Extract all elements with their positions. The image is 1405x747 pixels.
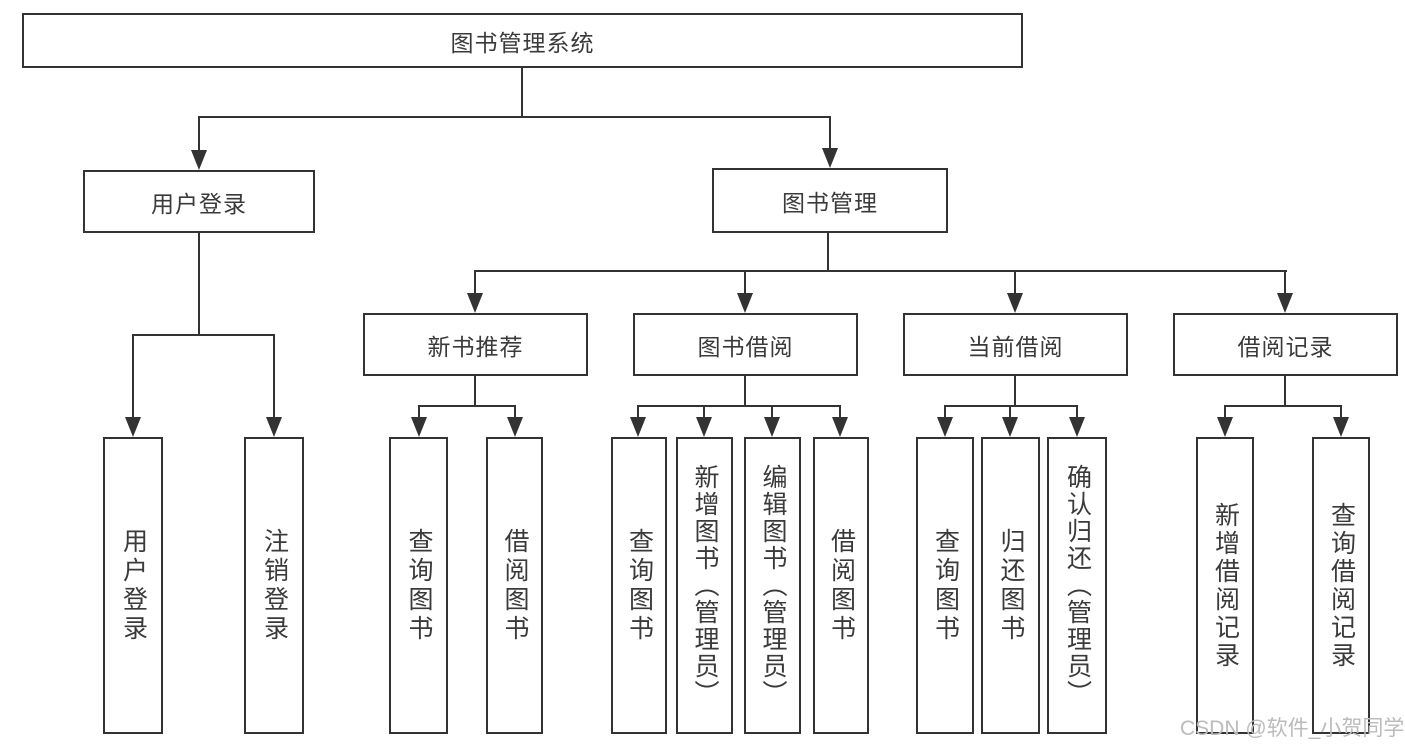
- connector-line: [944, 405, 946, 420]
- arrow-down-icon: [266, 417, 282, 437]
- arrow-down-icon: [937, 417, 953, 437]
- arrow-down-icon: [696, 417, 712, 437]
- connector-line: [1076, 405, 1078, 420]
- arrow-down-icon: [1007, 293, 1023, 313]
- connector-line: [839, 405, 841, 420]
- leaf-return-books: 归还图书: [981, 437, 1040, 734]
- leaf-query-books-1: 查询图书: [389, 437, 448, 734]
- node-borrowing-records: 借阅记录: [1173, 313, 1398, 376]
- arrow-down-icon: [1217, 417, 1233, 437]
- arrow-down-icon: [822, 148, 838, 168]
- connector-line: [1224, 405, 1226, 420]
- leaf-borrow-books-1: 借阅图书: [486, 437, 543, 734]
- connector-line: [827, 233, 829, 272]
- connector-line: [637, 405, 841, 407]
- leaf-add-borrow-record: 新增借阅记录: [1196, 437, 1254, 734]
- connector-line: [132, 334, 275, 336]
- node-book-management: 图书管理: [712, 168, 948, 233]
- leaf-add-book-admin: 新增图书（管理员）: [676, 437, 733, 734]
- connector-line: [637, 405, 639, 420]
- leaf-confirm-return-admin: 确认归还（管理员）: [1047, 437, 1107, 734]
- arrow-down-icon: [191, 150, 207, 170]
- leaf-logout: 注销登录: [244, 437, 304, 734]
- arrow-down-icon: [1333, 417, 1349, 437]
- arrow-down-icon: [507, 417, 523, 437]
- arrow-down-icon: [630, 417, 646, 437]
- csdn-watermark: CSDN @软件_小贺同学: [1180, 717, 1405, 740]
- node-current-borrowing: 当前借阅: [903, 313, 1128, 376]
- arrow-down-icon: [737, 293, 753, 313]
- arrow-down-icon: [764, 417, 780, 437]
- connector-line: [1225, 405, 1341, 407]
- connector-line: [1014, 376, 1016, 407]
- connector-line: [1284, 376, 1286, 407]
- connector-line: [474, 270, 476, 295]
- connector-line: [1284, 270, 1286, 295]
- connector-line: [132, 334, 134, 418]
- leaf-query-books-2: 查询图书: [611, 437, 667, 734]
- connector-line: [744, 270, 746, 295]
- arrow-down-icon: [467, 293, 483, 313]
- connector-line: [829, 116, 831, 152]
- connector-line: [744, 376, 746, 407]
- connector-line: [418, 405, 516, 407]
- connector-line: [521, 68, 523, 118]
- arrow-down-icon: [1277, 293, 1293, 313]
- leaf-query-books-3: 查询图书: [916, 437, 974, 734]
- connector-line: [514, 405, 516, 420]
- leaf-edit-book-admin: 编辑图书（管理员）: [744, 437, 801, 734]
- connector-line: [945, 405, 1077, 407]
- leaf-user-login: 用户登录: [103, 437, 163, 734]
- node-user-login: 用户登录: [83, 170, 315, 233]
- arrow-down-icon: [125, 417, 141, 437]
- connector-line: [198, 233, 200, 336]
- node-book-borrowing: 图书借阅: [633, 313, 858, 376]
- arrow-down-icon: [832, 417, 848, 437]
- connector-line: [198, 116, 831, 118]
- arrow-down-icon: [1002, 417, 1018, 437]
- node-library-system: 图书管理系统: [22, 13, 1023, 68]
- node-new-book-recommend: 新书推荐: [363, 313, 588, 376]
- arrow-down-icon: [1069, 417, 1085, 437]
- leaf-borrow-books-2: 借阅图书: [813, 437, 869, 734]
- connector-line: [418, 405, 420, 420]
- connector-line: [771, 405, 773, 420]
- connector-line: [703, 405, 705, 420]
- connector-line: [1009, 405, 1011, 420]
- arrow-down-icon: [411, 417, 427, 437]
- connector-line: [1340, 405, 1342, 420]
- connector-line: [474, 376, 476, 407]
- connector-line: [474, 270, 1287, 272]
- connector-line: [198, 116, 200, 154]
- connector-line: [1014, 270, 1016, 295]
- connector-line: [273, 334, 275, 418]
- leaf-query-borrow-record: 查询借阅记录: [1312, 437, 1370, 734]
